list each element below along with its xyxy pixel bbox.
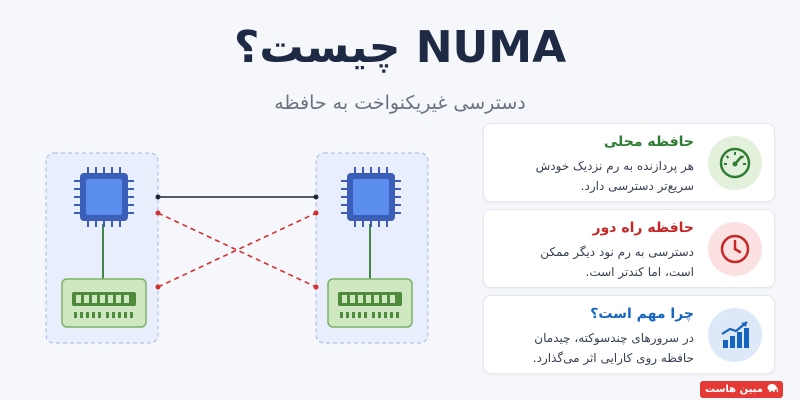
card-line: حافظه روی کارایی اثر می‌گذارد. (532, 351, 694, 365)
rising-chart-icon (708, 308, 762, 362)
ram-module-icon-right (327, 278, 413, 328)
remote-end-3 (155, 284, 161, 290)
card-text: حافظه راه دور دسترسی به رم نود دیگر ممکن… (494, 220, 694, 282)
card-line: سریع‌تر دسترسی دارد. (580, 179, 694, 193)
card-body: هر پردازنده به رم نزدیک خودش سریع‌تر دست… (494, 156, 694, 196)
remote-end-1 (155, 210, 161, 216)
cpu-chip-icon-left (74, 167, 134, 227)
card-body: در سرورهای چندسوکته، چیدمان حافظه روی کا… (494, 328, 694, 368)
remote-access-line-a (157, 212, 317, 288)
card-remote-memory: حافظه راه دور دسترسی به رم نود دیگر ممکن… (483, 209, 775, 288)
speedometer-icon (708, 136, 762, 190)
card-title: حافظه محلی (603, 134, 694, 150)
ram-module-icon-left (61, 278, 147, 328)
elephant-icon (766, 383, 778, 396)
card-line: هر پردازنده به رم نزدیک خودش (535, 159, 694, 173)
page-title: NUMA چیست؟ (233, 22, 567, 73)
page-subtitle: دسترسی غیریکنواخت به حافظه (274, 92, 526, 114)
card-text: چرا مهم است؟ در سرورهای چندسوکته، چیدمان… (494, 306, 694, 368)
card-line: دسترسی به رم نود دیگر ممکن (540, 245, 694, 259)
card-line: در سرورهای چندسوکته، چیدمان (534, 331, 694, 345)
logo-badge: مبین هاست (700, 380, 783, 398)
remote-access-line-b (157, 212, 317, 288)
cpu-chip-icon-right (341, 167, 401, 227)
card-body: دسترسی به رم نود دیگر ممکن است، اما کندت… (494, 242, 694, 282)
card-title: چرا مهم است؟ (590, 306, 694, 322)
card-title: حافظه راه دور (592, 220, 694, 236)
remote-end-2 (313, 284, 319, 290)
interconnect-end-left (155, 194, 161, 200)
card-local-memory: حافظه محلی هر پردازنده به رم نزدیک خودش … (483, 123, 775, 202)
clock-icon (708, 222, 762, 276)
card-line: است، اما کندتر است. (585, 265, 695, 279)
card-text: حافظه محلی هر پردازنده به رم نزدیک خودش … (494, 134, 694, 196)
interconnect-end-right (313, 194, 319, 200)
logo-text: مبین هاست (705, 383, 763, 395)
remote-end-4 (313, 210, 319, 216)
card-why-important: چرا مهم است؟ در سرورهای چندسوکته، چیدمان… (483, 295, 775, 374)
brand-logo[interactable]: مبین هاست (700, 380, 800, 398)
